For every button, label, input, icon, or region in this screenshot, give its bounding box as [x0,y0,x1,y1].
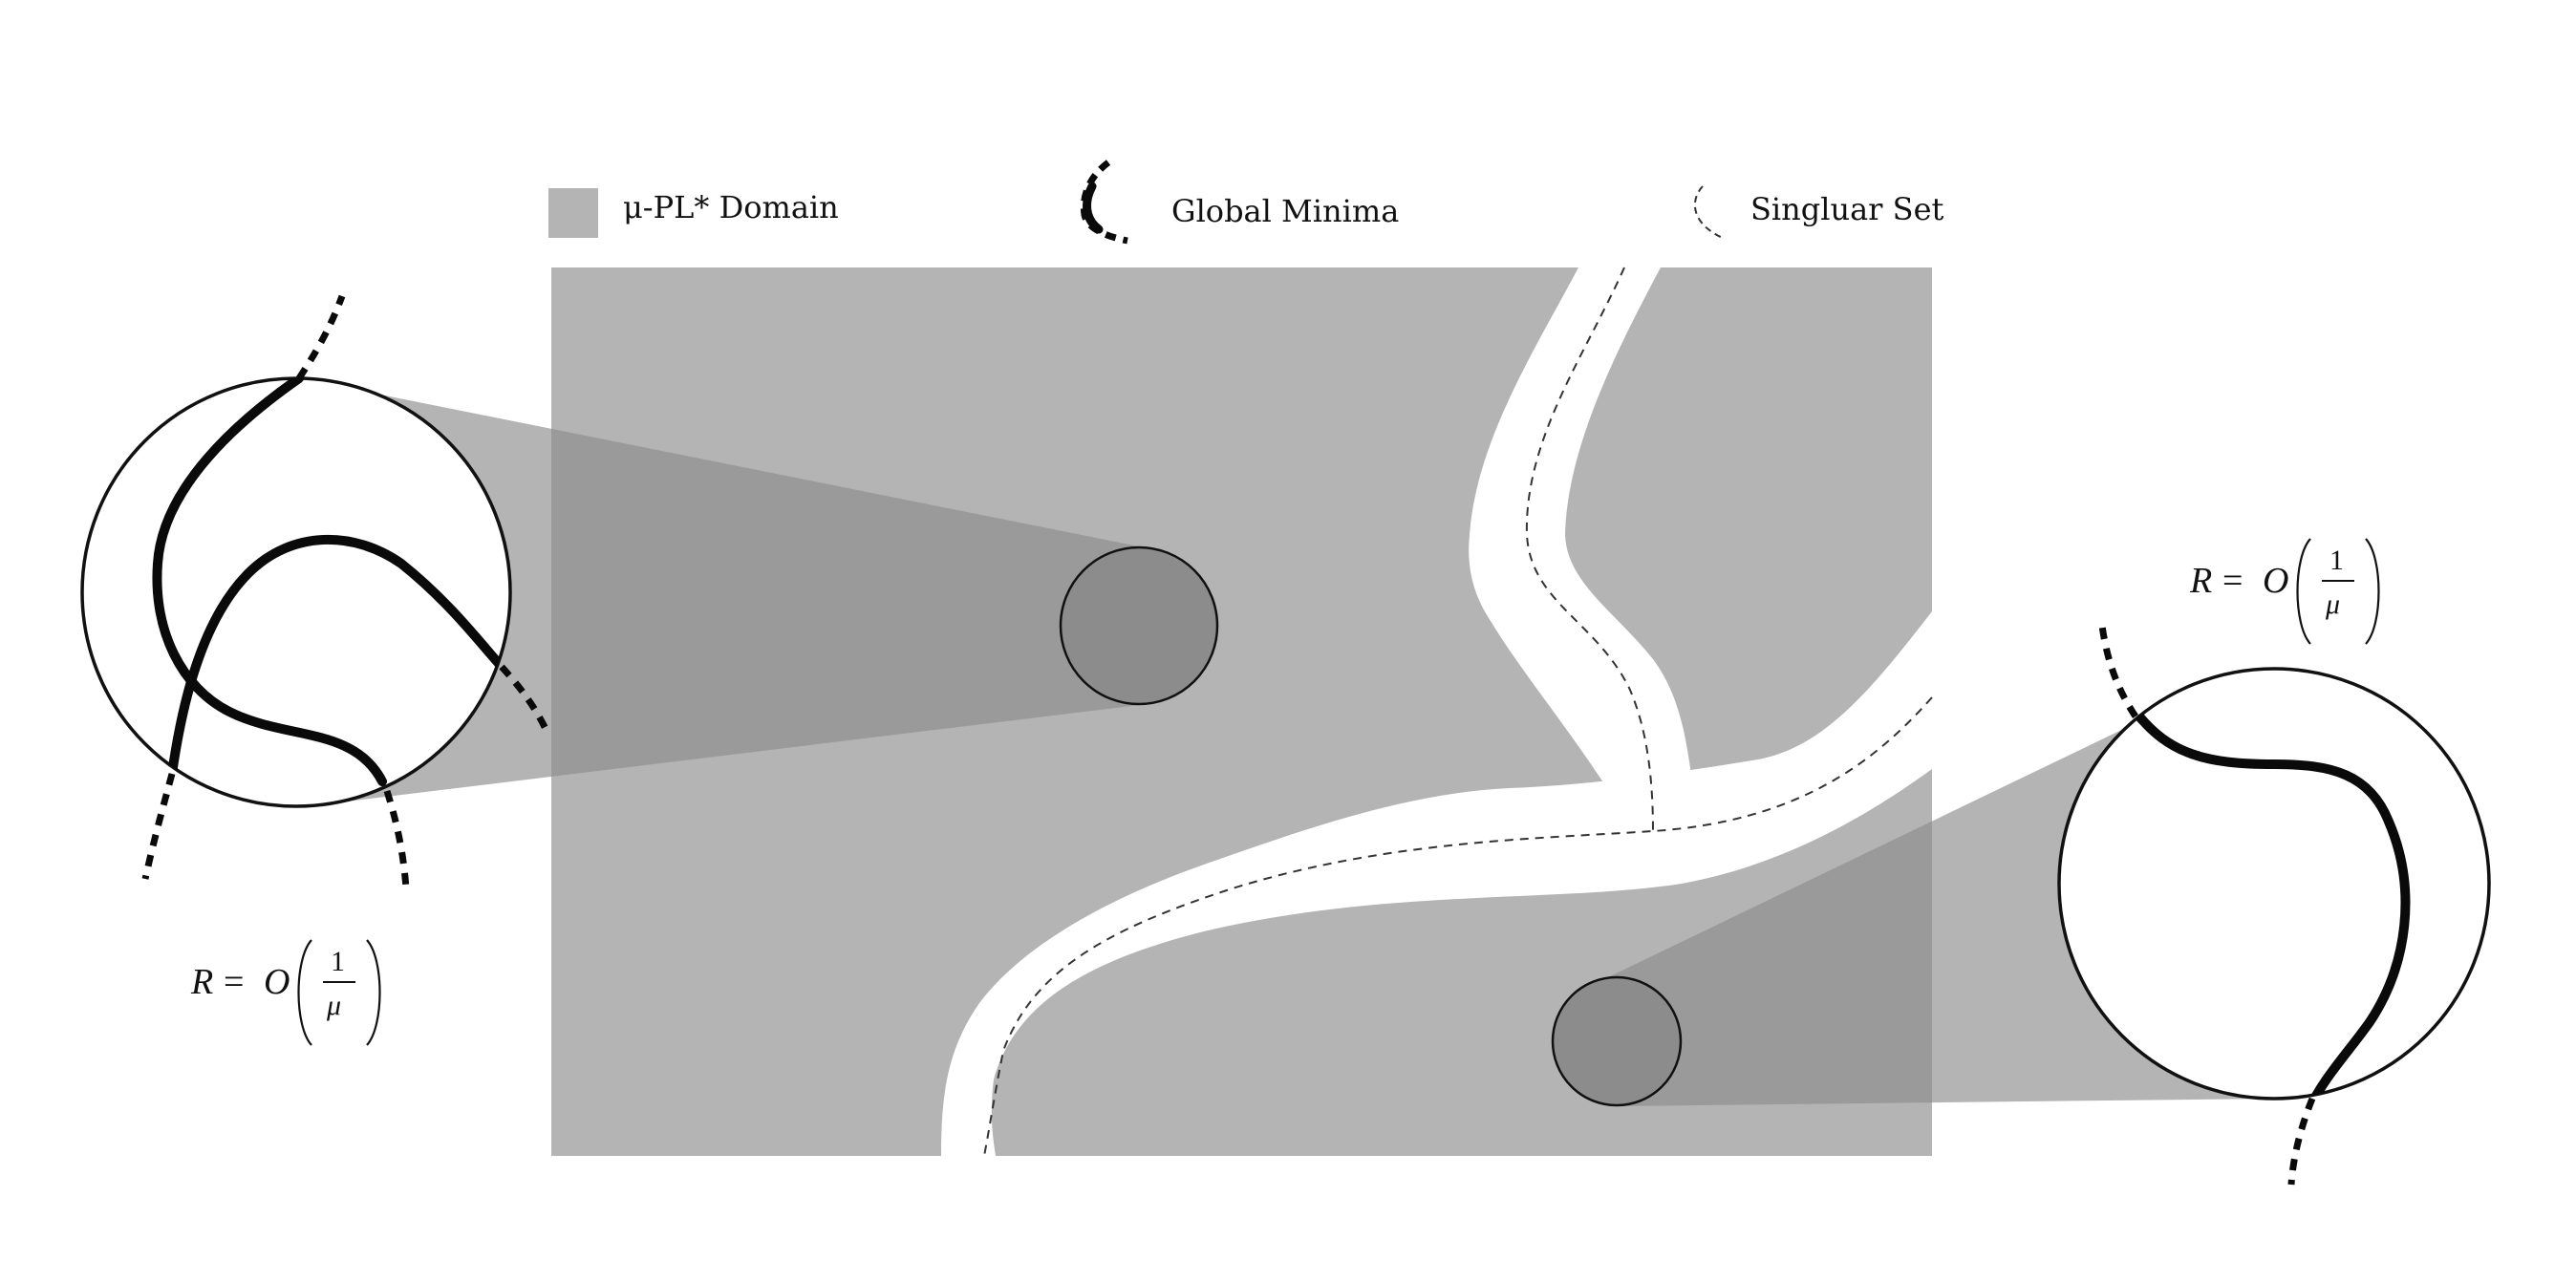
zoom-circle-right [2057,625,2491,1186]
radius-annotation-right: R = O 1 μ [2189,538,2380,645]
minima-dots-left-bottom-a [141,773,176,880]
legend-minima-glyph-solid [1083,182,1104,234]
minima-curve-right [2131,707,2411,1099]
legend-minima-label: Global Minima [1171,193,1399,229]
ann-left-numerator: 1 [331,946,345,977]
minima-dots-left-top [296,294,346,380]
ann-left-op: O [264,962,290,1002]
minima-dots-right-bottom [2287,1097,2316,1186]
radius-annotation-left: R = O 1 μ [190,939,381,1046]
minima-curve-left-a [152,378,387,786]
ann-left-lhs: R [190,962,213,1002]
channel-vertical [1469,267,1691,793]
legend-singular-label: Singluar Set [1750,191,1944,227]
ann-left-equals: = [224,962,244,1002]
ann-right-paren-open [2296,538,2311,645]
legend-domain-label: μ-PL* Domain [623,189,839,225]
zoom-circle-left [80,294,550,889]
ann-right-denominator: μ [2325,588,2340,620]
ann-left-paren-open [297,939,312,1046]
ann-left-paren-close [366,939,381,1046]
zoom-cone-left [299,378,1139,805]
singular-set-vertical [1525,267,1654,832]
ann-right-lhs: R [2189,561,2212,601]
legend: μ-PL* Domain Global Minima Singluar Set [548,160,1944,245]
minima-dots-left-right [499,664,550,733]
legend-singular-glyph [1693,185,1726,240]
ann-left-denominator: μ [326,990,341,1021]
legend-domain-swatch [548,188,598,238]
sample-circle-lower [1551,975,1683,1107]
minima-curve-left-b [167,535,506,779]
ann-right-equals: = [2222,561,2243,601]
channel-horizontal [941,611,1932,1156]
sample-circle-upper [1059,545,1219,706]
minima-dots-left-bottom-b [383,789,410,889]
ann-right-numerator: 1 [2329,545,2344,576]
ann-right-op: O [2263,561,2288,601]
minima-dots-right-top [2098,625,2138,718]
ann-right-paren-close [2365,538,2380,645]
